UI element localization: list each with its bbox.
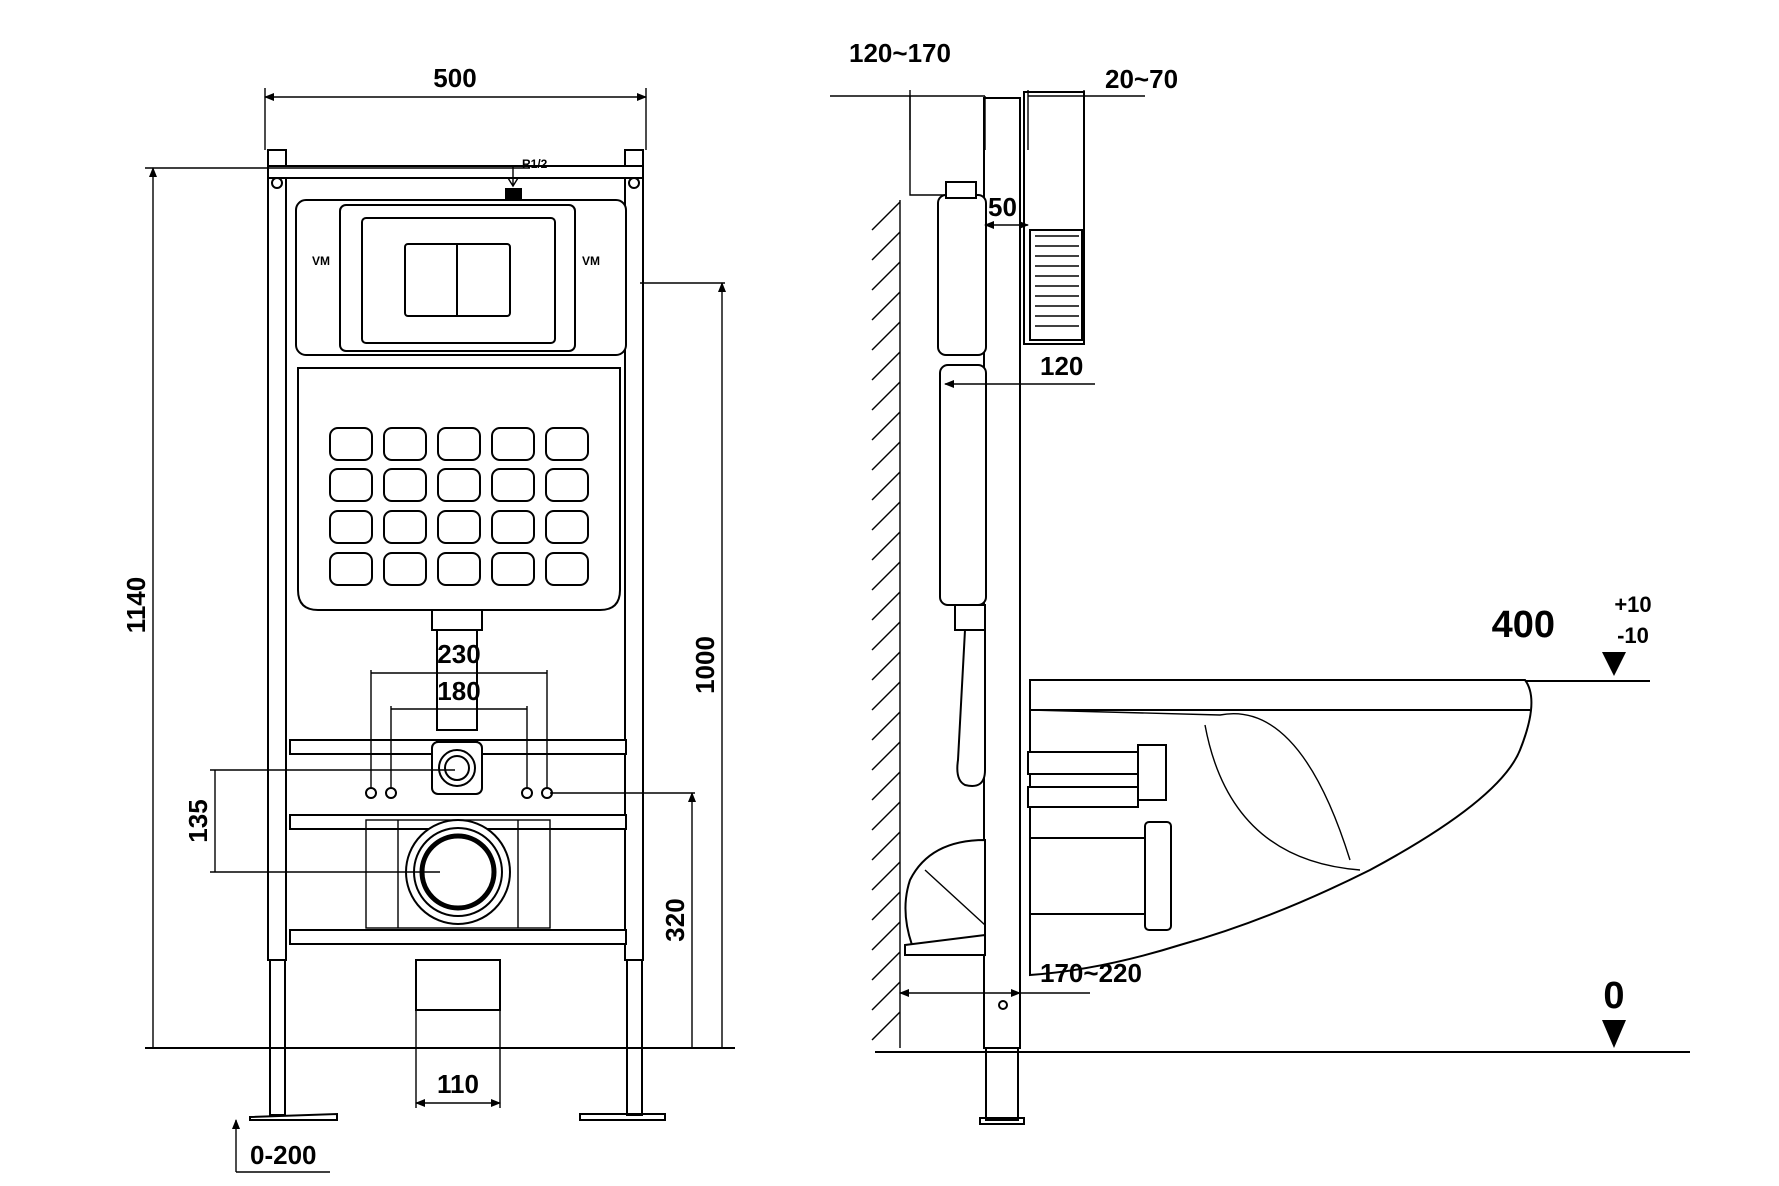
side-waste-pipe (1029, 837, 1151, 915)
dim-drain-depth: 170~220 (899, 958, 1142, 997)
floor-label: 0 (1603, 975, 1624, 1017)
connection-height-label: 1000 (690, 636, 720, 694)
side-fixing-bolt-upper (1027, 751, 1139, 775)
side-frame-post (983, 97, 1021, 1049)
side-inlet-valve (945, 181, 977, 199)
side-flush-pipe (956, 629, 986, 787)
front-view: 500 R1/2 VM VM (121, 63, 735, 1173)
plate-thread (1029, 229, 1083, 341)
dim-flange-depth: 50 (984, 192, 1029, 229)
cistern-top (295, 199, 627, 356)
outlet-height-label: 320 (660, 898, 690, 941)
side-fixing-nut (1137, 744, 1167, 801)
water-inlet (505, 188, 522, 200)
flange-depth-label: 50 (988, 192, 1017, 222)
tank-ribs (329, 427, 589, 586)
width-label: 500 (433, 63, 476, 93)
left-foot (249, 1112, 338, 1121)
dim-total-height: 1140 (121, 167, 530, 1048)
cross-bar-lower (289, 929, 627, 945)
drain-depth-label: 170~220 (1040, 958, 1142, 988)
side-bolt (998, 1000, 1008, 1010)
base-width-label: 110 (437, 1069, 479, 1099)
floor-level-triangle (1602, 1020, 1626, 1048)
seat-tolerance-plus: +10 (1614, 592, 1651, 617)
dim-wall-gap: 120~170 (830, 38, 986, 150)
flush-outlet-ring (438, 749, 476, 787)
bolt-outer-label: 230 (437, 639, 480, 669)
right-foot (579, 1113, 666, 1121)
cistern-logo-right: VM (582, 254, 600, 268)
dim-leg-adjust: 0-200 (232, 1119, 330, 1173)
right-mount-hole (628, 177, 640, 189)
total-height-label: 1140 (121, 577, 151, 633)
wall-gap-label: 120~170 (849, 38, 951, 68)
seat-height-label: 400 (1492, 604, 1555, 646)
toilet-bowl (1029, 679, 1533, 977)
flush-pipe (436, 629, 478, 731)
base-drain (415, 959, 501, 1011)
left-leg (269, 959, 286, 1116)
dim-base-width: 110 (415, 1010, 501, 1108)
bolt-inner-label: 180 (437, 676, 480, 706)
dim-pipe-depth: 120 (944, 351, 1095, 388)
wall-finish-label: 20~70 (1105, 64, 1178, 94)
side-view: 120~170 20~70 50 120 (830, 38, 1690, 1125)
seat-tolerance-minus: -10 (1617, 623, 1649, 648)
seat-level-triangle (1602, 652, 1626, 676)
top-rail (267, 165, 644, 179)
dim-wall-finish: 20~70 (1027, 64, 1178, 150)
floor-marker: 0 (875, 975, 1690, 1053)
cistern-tank (297, 367, 621, 611)
dim-width: 500 (264, 63, 647, 150)
side-pipe-collar (954, 604, 986, 631)
left-mount-hole (271, 177, 283, 189)
dim-bolt-offset: 135 (183, 769, 455, 873)
side-waste-elbow (904, 838, 986, 957)
side-foot (979, 1117, 1025, 1125)
side-cistern-top (937, 194, 987, 356)
side-waste-socket (1144, 821, 1172, 931)
flush-plate-frame (339, 204, 576, 352)
right-post (624, 149, 644, 961)
inlet-label: R1/2 (522, 157, 548, 171)
seat-height-marker: 400 +10 -10 (1492, 592, 1652, 682)
side-waste-flange (904, 933, 986, 956)
left-post (267, 149, 287, 961)
side-leg (985, 1047, 1019, 1121)
pipe-depth-label: 120 (1040, 351, 1083, 381)
side-fixing-bolt-lower (1027, 786, 1139, 808)
leg-adjust-label: 0-200 (250, 1140, 317, 1170)
flush-plate (361, 217, 556, 344)
dim-connection-height: 1000 (640, 282, 726, 1048)
pipe-collar (431, 609, 483, 631)
dim-outlet-height: 320 (550, 792, 696, 1048)
right-leg (626, 959, 643, 1116)
bolt-offset-label: 135 (183, 799, 213, 842)
wall-hatch (871, 200, 901, 1048)
dim-bolt-spacing: 230 180 (370, 639, 548, 788)
side-cistern-tank (939, 364, 987, 606)
cistern-logo-left: VM (312, 254, 330, 268)
